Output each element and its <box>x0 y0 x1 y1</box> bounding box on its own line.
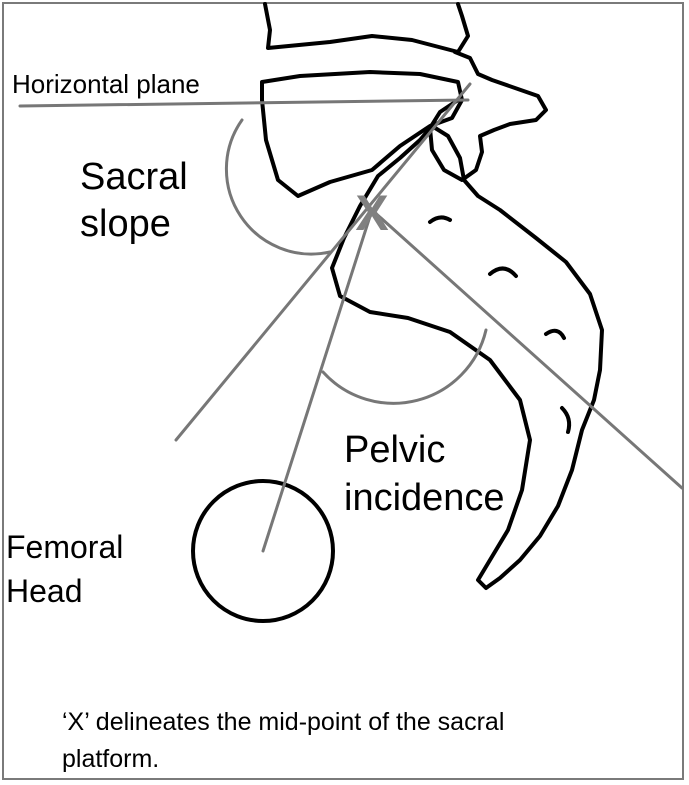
sacral-midpoint-marker: X <box>355 185 388 241</box>
sacral-slope-arc <box>224 118 332 256</box>
upper-vertebra-outline <box>263 2 470 54</box>
sacral-foramen-4 <box>560 406 572 434</box>
sacral-slope-label-line1: Sacral <box>80 156 188 198</box>
horizontal-plane-label: Horizontal plane <box>12 69 200 99</box>
femoral-head-label-line2: Head <box>6 573 83 609</box>
pelvic-incidence-arc <box>321 328 488 405</box>
pelvic-incidence-label-line2: incidence <box>344 477 505 519</box>
horizontal-plane-line <box>18 98 470 108</box>
lumbar-vertebra-outline <box>260 70 464 198</box>
femoral-head-circle <box>191 479 335 623</box>
caption-line1: ‘X’ delineates the mid-point of the sacr… <box>62 708 504 736</box>
posterior-element-outline <box>428 50 548 182</box>
femoral-to-midpoint-line <box>261 208 374 553</box>
sacrum-outline <box>330 124 604 590</box>
sacral-foramen-2 <box>488 266 518 278</box>
endplate-perpendicular-line <box>370 208 684 490</box>
sacral-foramen-3 <box>544 328 566 340</box>
femoral-head-label-line1: Femoral <box>6 529 123 565</box>
pelvic-incidence-label-line1: Pelvic <box>344 429 445 471</box>
caption-line2: platform. <box>62 745 159 773</box>
sacral-slope-label-line2: slope <box>80 203 171 245</box>
sacral-foramen-1 <box>428 215 452 224</box>
sacral-endplate-line <box>174 82 472 442</box>
